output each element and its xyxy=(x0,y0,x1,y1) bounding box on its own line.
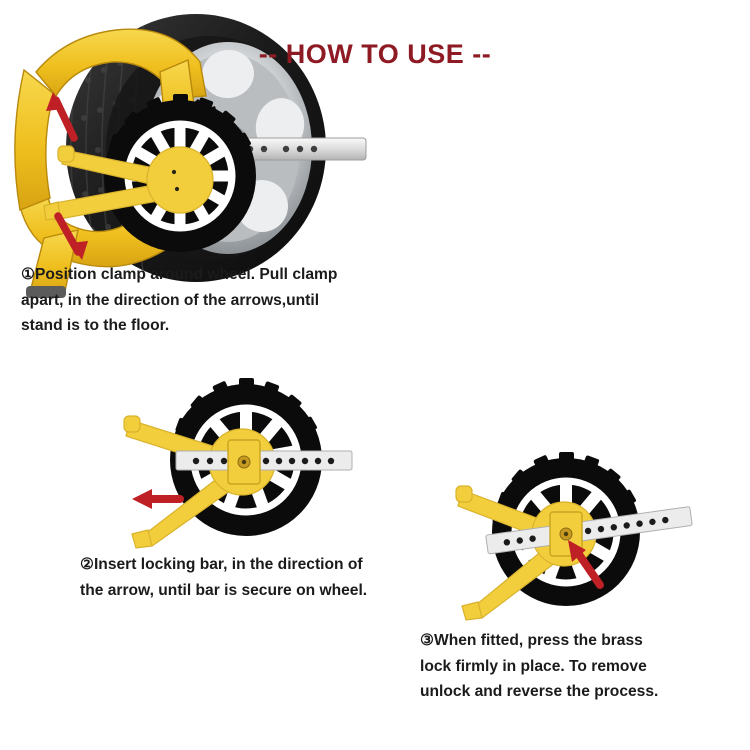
locking-bar xyxy=(175,450,353,471)
step3-line-1: ③When fitted, press the brass xyxy=(420,632,643,649)
step1-illustration xyxy=(28,88,256,264)
press-lock-arrow-icon xyxy=(568,540,604,589)
pull-arrow-down-icon xyxy=(54,212,88,260)
step2-illustration xyxy=(118,372,354,550)
insert-arrow-left-icon xyxy=(132,489,184,509)
step1-line-3: stand is to the floor. xyxy=(21,317,170,334)
step3-illustration xyxy=(448,442,704,622)
locking-bar xyxy=(485,506,693,555)
step3-text: ③When fitted, press the brass lock firml… xyxy=(420,628,658,705)
step1-line-2: apart, in the direction of the arrows,un… xyxy=(21,291,320,309)
step2-line-2: the arrow, until bar is secure on wheel. xyxy=(80,581,368,599)
step1-line-1: ①Position clamp around wheel. Pull clamp xyxy=(21,266,338,283)
step1-text: ①Position clamp around wheel. Pull clamp… xyxy=(21,262,337,339)
step3-line-2: lock firmly in place. To remove xyxy=(420,657,647,675)
clamp-center-disc xyxy=(146,146,214,214)
pull-arrow-up-icon xyxy=(46,92,78,142)
step3-line-3: unlock and reverse the process. xyxy=(420,683,659,700)
step2-text: ②Insert locking bar, in the direction of… xyxy=(80,552,367,603)
page-title: -- HOW TO USE -- xyxy=(258,39,492,69)
step2-line-1: ②Insert locking bar, in the direction of xyxy=(80,556,363,573)
clamp-lock-block xyxy=(227,439,261,485)
